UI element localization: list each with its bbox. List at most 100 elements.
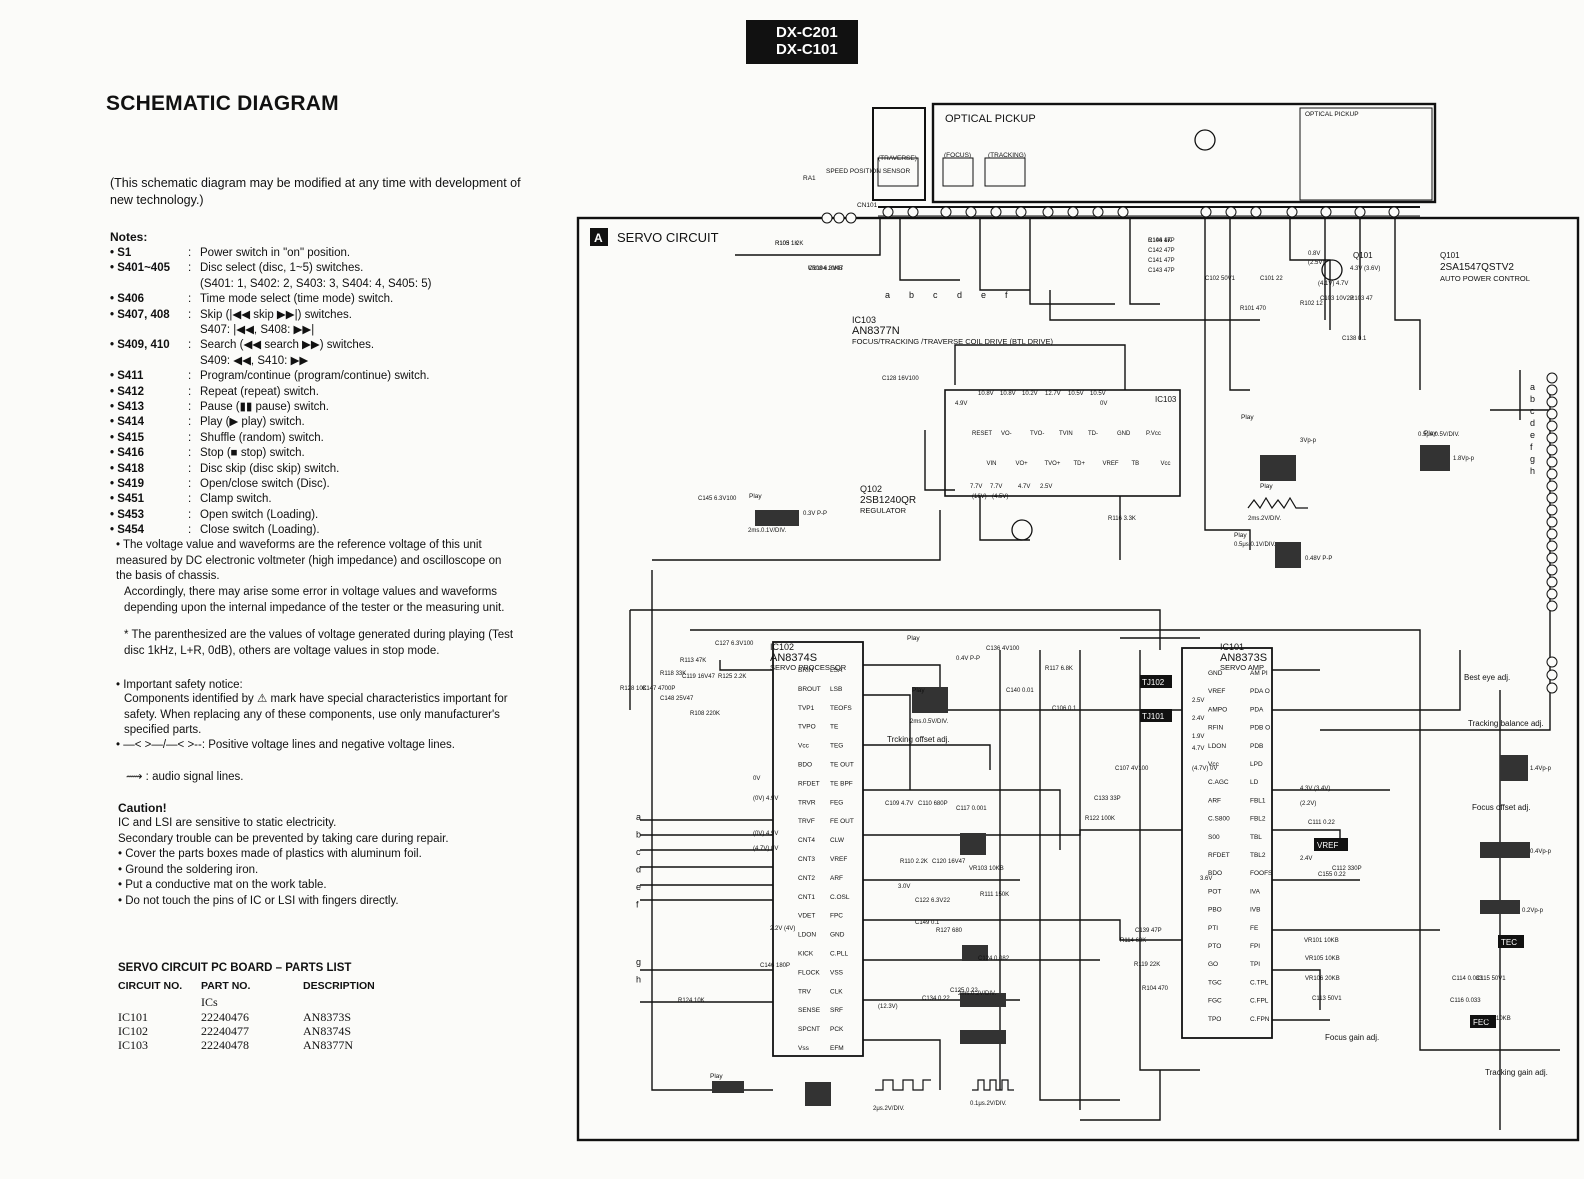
net-label-top: d [957, 290, 962, 300]
voltage-annotation: 10.5V [1090, 391, 1106, 397]
note-description: Shuffle (random) switch. [200, 431, 324, 444]
note-description: Open/close switch (Disc). [200, 478, 330, 490]
ic101-pin-label: RFDET [1208, 852, 1230, 859]
component-designator: C147 4700P [642, 686, 675, 692]
component-designator: C112 330P [1332, 866, 1362, 872]
component-designator: VR105 10KB [1305, 956, 1340, 962]
ic101-pin-label: GND [1208, 670, 1223, 677]
ic102-pin-label: C.PLL [830, 951, 848, 958]
ic102-pin-label: TE [830, 724, 839, 731]
note-colon: : [188, 401, 192, 413]
ic101-pin-label: TBL [1250, 834, 1262, 841]
accuracy-note: Accordingly, there may arise some error … [124, 586, 505, 614]
parts-cell-desc: AN8373S [303, 1010, 352, 1024]
ic103-ref-inside: IC103 [1155, 395, 1177, 404]
voltage-annotation: 2.5V [1192, 698, 1204, 704]
parts-cell-desc: AN8377N [303, 1038, 353, 1052]
net-label: a [636, 812, 641, 822]
ic102-pin-label: FEG [830, 799, 843, 806]
voltage-annotation: 4.3V (3.4V) [1300, 786, 1330, 792]
note-colon: : [188, 308, 192, 321]
adj-best-eye: Best eye adj. [1464, 673, 1510, 682]
component-designator: C114 0.033 [1452, 976, 1483, 982]
safety-title: • Important safety notice: [116, 679, 243, 691]
safety-text: Components identified by ⚠ mark have spe… [124, 693, 508, 736]
note-colon: : [188, 431, 192, 444]
ic101-pin-label: PDA [1250, 706, 1264, 713]
parts-header-circuit: CIRCUIT NO. [118, 980, 183, 992]
ic102-pin-label: RFDET [798, 780, 820, 787]
adj-tracking-balance: Tracking balance adj. [1468, 719, 1544, 728]
ic102-pin-label: CNT4 [798, 837, 815, 844]
ic102-pin-label: LDON [798, 932, 816, 939]
ic102-pin-label: CLW [830, 837, 845, 844]
component-designator: C103 10V22 [1320, 296, 1354, 302]
scope-div-2: 0.5μs.0.5V/DIV. [1418, 432, 1460, 438]
ic102-pin-label: TEOFS [830, 705, 852, 712]
ic102-body [772, 641, 864, 1057]
component-designator: C128 16V100 [882, 376, 919, 382]
component-designator: VR106 20KB [1305, 976, 1340, 982]
component-designator: C106 0.1 [1052, 706, 1077, 712]
ic102-pin-label: TE BPF [830, 780, 853, 787]
component-designator: C125 0.22 [950, 988, 978, 994]
voltage-annotation: 10.8V [978, 391, 994, 397]
ic103-pin-label: TB [1132, 461, 1140, 467]
net-label: h [1530, 466, 1535, 476]
ic102-pin-label: FPC [830, 913, 843, 920]
component-designator: R108 220K [690, 711, 720, 717]
net-label-top: c [933, 290, 938, 300]
voltage-annotation: 3.0V [898, 884, 910, 890]
ic101-pin-label: PDA O [1250, 688, 1270, 695]
note-sub-detail: S407: |◀◀, S408: ▶▶| [200, 324, 315, 336]
component-designator: C109 4.7V [885, 801, 913, 807]
scope-val-7: 1.4Vp-p [1530, 766, 1552, 772]
net-label: f [1530, 442, 1533, 452]
play-label-7: Play [912, 687, 925, 694]
ic103-pin-label: TD- [1088, 431, 1098, 437]
ic101-pin-label: Vcc [1208, 761, 1220, 768]
voltage-annotation: 2.2V (4V) [770, 926, 795, 932]
note-colon: : [188, 370, 192, 383]
component-designator: C148 25V47 [660, 696, 694, 702]
component-designator: VR101 10KB [1304, 938, 1339, 944]
ic102-pin-label: BRIN [798, 667, 814, 674]
component-designator: R104 470 [1142, 986, 1169, 992]
net-label: h [636, 975, 641, 985]
ic102-pin-label: TE OUT [830, 762, 854, 769]
note-switch-id: • S407, 408 [110, 308, 170, 321]
voltage-annotation: 10.2V [1022, 391, 1038, 397]
tj101-tag: TJ101 [1142, 712, 1165, 721]
note-description: Clamp switch. [200, 493, 272, 506]
note-colon: : [188, 462, 192, 475]
q101-ref-right: Q101 [1440, 251, 1460, 260]
scope-val-2: 3Vp-p [1300, 438, 1317, 444]
ic103-pin-label: Vcc [1161, 461, 1171, 467]
component-designator: R125 2.2K [718, 674, 746, 680]
note-row: • S401~405:Disc select (disc, 1~5) switc… [110, 261, 363, 276]
ic102-pin-label: TRVR [798, 799, 816, 806]
component-designator: C113 50V1 [1312, 996, 1342, 1002]
q102-desc: REGULATOR [860, 506, 907, 515]
voltage-annotation: 4.7V [1018, 484, 1030, 490]
ic103-pin-label: TVIN [1059, 431, 1073, 437]
ic102-pin-label: CNT3 [798, 856, 815, 863]
ic103-pin-label: VO+ [1016, 461, 1029, 467]
voltage-annotation: (4.7V) 0V [753, 846, 778, 852]
ic101-pin-label: PTI [1208, 925, 1218, 932]
component-designator: R117 6.8K [1045, 666, 1073, 672]
component-designator: R128 10K [620, 686, 647, 692]
voltage-annotation: (2.5V) [1308, 260, 1324, 266]
ic103-pin-label: VIN [987, 461, 997, 467]
caution-line: IC and LSI are sensitive to static elect… [118, 817, 337, 829]
play-label-4: Play [1260, 483, 1273, 490]
note-description: Stop (■ stop) switch. [200, 447, 305, 460]
optical-pickup-small-label: OPTICAL PICKUP [1305, 111, 1359, 118]
parts-header-description: DESCRIPTION [303, 980, 375, 992]
component-designator: R103 1.2K [775, 241, 803, 247]
note-row: • S411:Program/continue (program/continu… [110, 369, 429, 384]
q101-ref: Q101 [1353, 251, 1373, 260]
speed-sensor-label: SPEED POSITION SENSOR [826, 168, 910, 175]
scope-val-4: 0.48V P-P [1305, 556, 1332, 562]
note-sub-detail: (S401: 1, S402: 2, S403: 3, S404: 4, S40… [200, 277, 432, 290]
